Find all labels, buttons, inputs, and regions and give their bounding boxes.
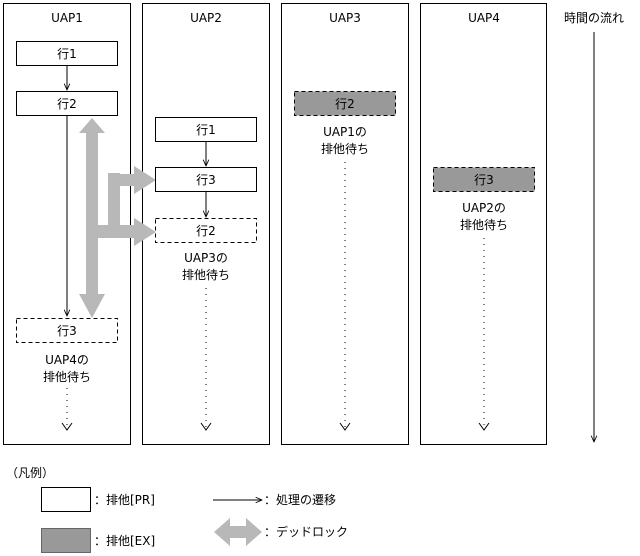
- uap3-row2-box: [294, 91, 396, 116]
- uap4-dotted-arrowhead: [478, 422, 490, 431]
- uap4-wait-line2: 排他待ち: [460, 218, 508, 232]
- deadlock-arrow-to-row2: [86, 218, 156, 246]
- uap4-row3-label: 行3: [474, 173, 494, 187]
- uap2-dotted-arrowhead: [200, 422, 212, 431]
- deadlock-vertical-arrow: [79, 118, 105, 318]
- legend-transition-label: ：処理の遷移: [264, 493, 336, 507]
- legend-ex-swatch: [41, 528, 91, 553]
- deadlock-arrow-to-row3: [108, 166, 156, 194]
- legend-title: （凡例）: [6, 466, 54, 480]
- uap1-wait-line2: 排他待ち: [43, 370, 91, 384]
- deadlock-arrows: [79, 118, 156, 318]
- uap2-row3-label: 行3: [196, 173, 216, 187]
- uap1-row2-label: 行2: [57, 97, 77, 111]
- uap1-row3-box: [16, 318, 118, 343]
- uap2-row2-label: 行2: [196, 224, 216, 238]
- uap1-row1-box: [16, 41, 118, 66]
- legend-deadlock-label: ：デッドロック: [264, 524, 348, 539]
- uap2-title: UAP2: [190, 11, 222, 25]
- uap2-row1-label: 行1: [196, 123, 216, 137]
- uap1-row1-label: 行1: [57, 47, 77, 61]
- uap1-row3-label: 行3: [57, 324, 77, 338]
- uap1-title: UAP1: [51, 11, 83, 25]
- uap3-wait-line1: UAP1の: [323, 125, 367, 139]
- legend-deadlock-arrow: [214, 518, 262, 546]
- uap4-wait-line1: UAP2の: [462, 201, 506, 215]
- uap2-row2-box: [155, 218, 257, 243]
- uap3-wait-line2: 排他待ち: [321, 142, 369, 156]
- time-flow-label: 時間の流れ: [564, 11, 624, 25]
- uap1-row2-box: [16, 91, 118, 116]
- uap3-title: UAP3: [329, 11, 361, 25]
- uap3-dotted-arrowhead: [339, 422, 351, 431]
- uap2-wait-line1: UAP3の: [184, 251, 228, 265]
- uap1-dotted-arrowhead: [61, 422, 73, 431]
- deadlock-branch-bar: [108, 173, 120, 236]
- legend-pr-swatch: [41, 487, 91, 512]
- uap3-row2-label: 行2: [335, 97, 355, 111]
- uap4-title: UAP4: [468, 11, 500, 25]
- uap2-wait-line2: 排他待ち: [182, 268, 230, 282]
- uap2-row1-box: [155, 117, 257, 142]
- legend-ex-label: ：排他[EX]: [94, 534, 155, 548]
- uap1-wait-line1: UAP4の: [45, 353, 89, 367]
- uap4-row3-box: [433, 167, 535, 192]
- uap3-column: [281, 3, 409, 445]
- uap2-row3-box: [155, 167, 257, 192]
- legend-pr-label: ：排他[PR]: [94, 493, 155, 507]
